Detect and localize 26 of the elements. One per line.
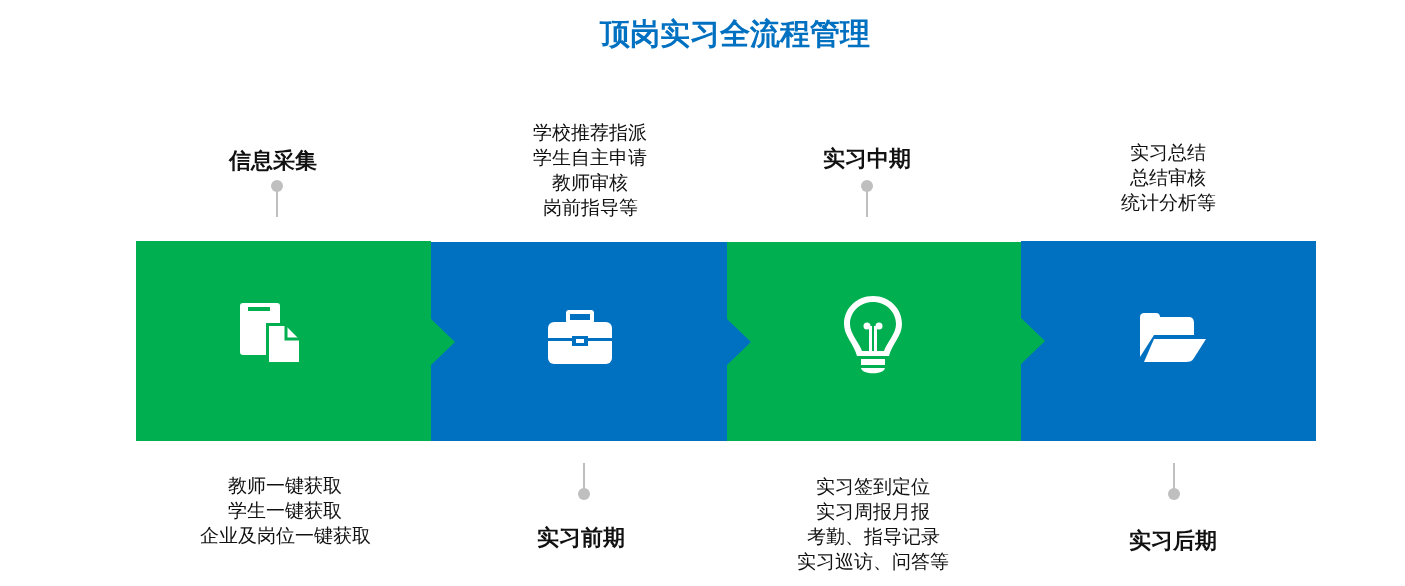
- phase-heading: 信息采集: [229, 147, 317, 175]
- process-band: [431, 242, 727, 441]
- task-text: 统计分析等: [1120, 190, 1216, 214]
- phase-heading: 实习后期: [1129, 527, 1217, 555]
- task-text: 教师审核: [552, 170, 628, 194]
- chevron-arrow: [1021, 318, 1045, 364]
- phase-heading: 实习中期: [823, 145, 911, 173]
- task-text: 学校推荐指派: [533, 120, 647, 144]
- phase-heading: 实习前期: [537, 524, 625, 552]
- process-band: [1021, 241, 1316, 441]
- task-text: 实习周报月报: [816, 499, 930, 523]
- task-text: 实习总结: [1130, 140, 1206, 164]
- title: 顶岗实习全流程管理: [600, 15, 870, 53]
- task-text: 实习签到定位: [816, 474, 930, 498]
- task-text: 岗前指导等: [542, 195, 638, 219]
- process-band: [727, 242, 1021, 441]
- process-band: [136, 241, 431, 441]
- task-text: 企业及岗位一键获取: [199, 523, 371, 547]
- task-text: 学生一键获取: [228, 498, 342, 522]
- task-text: 总结审核: [1130, 165, 1206, 189]
- task-text: 考勤、指导记录: [806, 524, 940, 548]
- chevron-arrow: [431, 319, 455, 365]
- task-text: 学生自主申请: [533, 145, 647, 169]
- chevron-arrow: [727, 319, 751, 365]
- task-text: 实习巡访、问答等: [797, 549, 949, 573]
- task-text: 教师一键获取: [228, 473, 342, 497]
